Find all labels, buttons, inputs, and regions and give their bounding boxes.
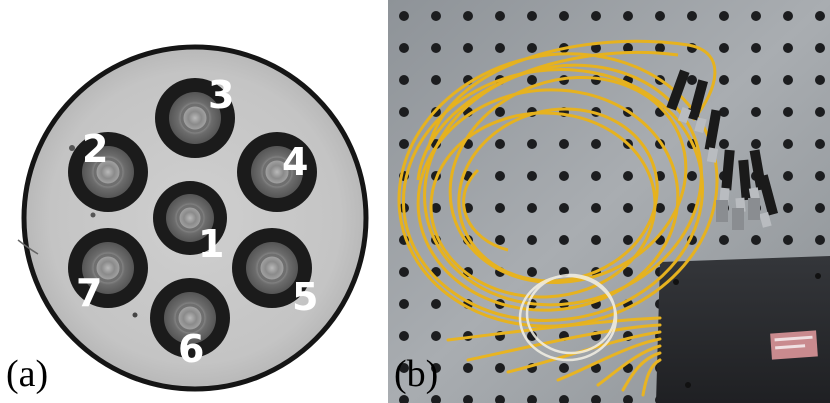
- core-3: 3: [155, 73, 235, 158]
- core-6: 6: [150, 278, 230, 371]
- fanout-box: [656, 256, 830, 403]
- panel-b-fanout-photo: (b): [388, 0, 830, 403]
- core-label-3: 3: [208, 73, 234, 117]
- core-label-6: 6: [178, 327, 204, 371]
- core-4: 4: [237, 132, 317, 212]
- fiber-coils: [397, 39, 719, 328]
- fiber-cross-section-image: 3 2 4 1 7: [17, 44, 369, 392]
- speck: [90, 212, 96, 218]
- panel-a-fiber-cross-section: 3 2 4 1 7: [0, 0, 385, 403]
- core-label-4: 4: [282, 140, 308, 184]
- panel-label-a: (a): [6, 353, 49, 395]
- core-label-1: 1: [198, 222, 224, 266]
- panel-label-b: (b): [394, 353, 439, 395]
- core-1: 1: [153, 181, 227, 266]
- core-7: 7: [68, 228, 148, 315]
- scratch: [17, 239, 39, 255]
- fanout-photo-image: [388, 0, 830, 403]
- core-2: 2: [68, 127, 148, 212]
- fc-connectors: [666, 69, 779, 230]
- transparent-tube-coil: [518, 273, 618, 362]
- speck: [132, 312, 138, 318]
- core-label-2: 2: [82, 127, 108, 171]
- core-label-5: 5: [292, 275, 318, 319]
- core-label-7: 7: [76, 271, 102, 315]
- speck: [69, 145, 75, 151]
- core-5: 5: [232, 228, 318, 319]
